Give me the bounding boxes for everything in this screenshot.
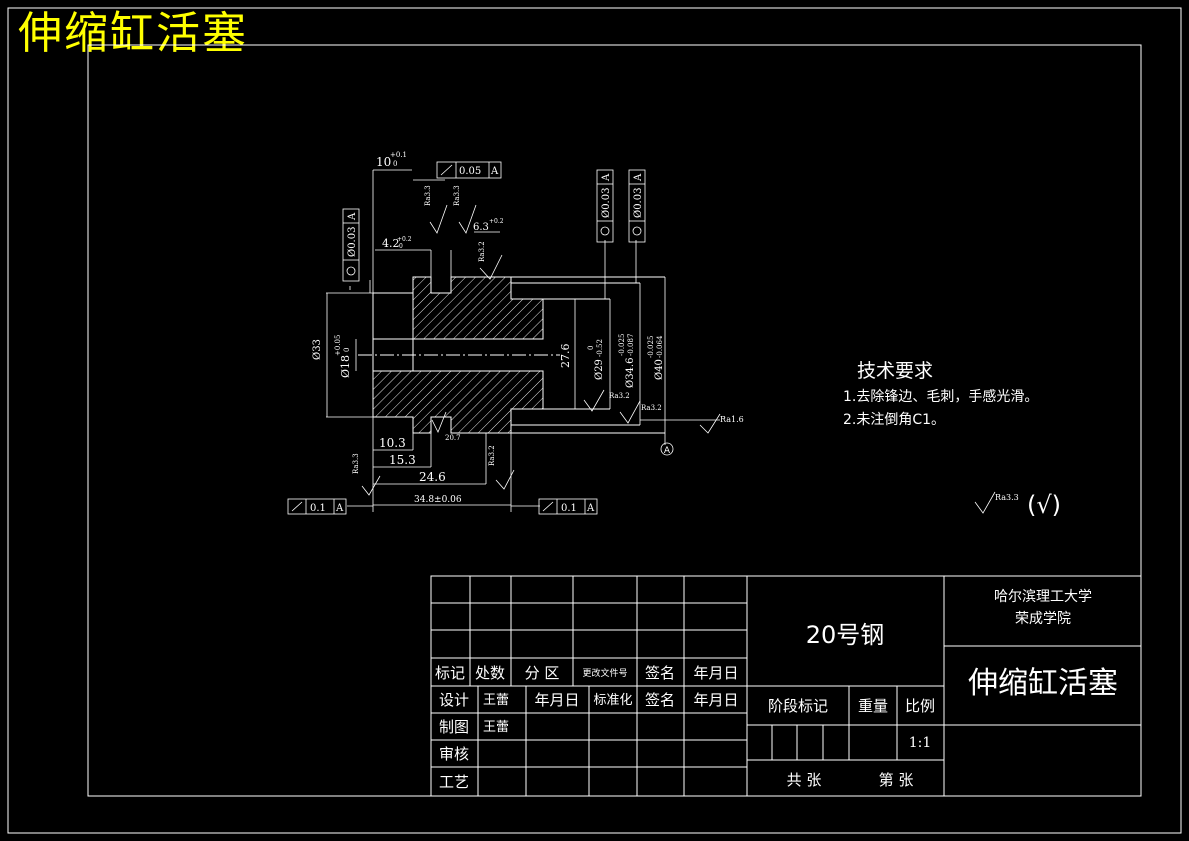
fcf-runout-top-ref: A (490, 166, 499, 177)
dim-24-6: 24.6 (419, 470, 446, 484)
fcf-runout-br-ref: A (586, 503, 595, 514)
dim-dia-29-tol: 0 (587, 346, 595, 350)
dim-10-tol: +0.1 (390, 151, 407, 159)
datum-symbol: A (660, 442, 674, 456)
dim-34-8: 34.8±0.06 (414, 495, 462, 505)
rough-3: Ra3.2 (478, 241, 486, 262)
banner-title: 伸缩缸活塞 (18, 8, 248, 59)
material: 20号钢 (806, 621, 885, 649)
part-section (358, 276, 665, 434)
dim-10-tol2: 0 (393, 160, 397, 168)
stage-label: 阶段标记 (768, 697, 828, 715)
design-name: 王蕾 (483, 693, 509, 708)
fcf-coax-r1-value: Ø0.03 (601, 188, 612, 218)
dim-dia-40: Ø40 (654, 359, 665, 380)
tech-req-item-2: 2.未注倒角C1。 (843, 412, 945, 428)
rev-header-mark: 标记 (435, 664, 465, 682)
fcf-coax-r1-ref: A (601, 173, 612, 182)
fcf-frames (287, 161, 646, 515)
draw-name: 王蕾 (483, 720, 509, 735)
dim-10-3: 10.3 (379, 436, 406, 450)
dim-dia-34-6-tol2: -0.087 (627, 334, 635, 356)
sheet-number: 第 张 (879, 771, 914, 789)
dim-6-3: 6.3 (473, 222, 489, 233)
general-roughness-value: Ra3.3 (995, 493, 1019, 502)
dim-10: 10 (376, 155, 391, 169)
dim-4-2-tol2: 0 (399, 243, 403, 250)
rough-4: Ra3.2 (609, 392, 630, 400)
scale-value: 1:1 (909, 735, 932, 751)
outer-border (7, 7, 1182, 834)
fcf-runout-bl-ref: A (335, 503, 344, 514)
fcf-runout-bl-value: 0.1 (310, 503, 326, 514)
design-label: 设计 (439, 691, 469, 709)
dim-dia-33: Ø33 (312, 339, 323, 360)
dim-6-3-tol: +0.2 (489, 218, 504, 225)
fcf-coax-r2-ref: A (633, 173, 644, 182)
rough-7: Ra3.3 (352, 453, 360, 474)
dim-dia-34-6: Ø34.6 (625, 358, 636, 388)
rough-5: Ra3.2 (641, 404, 662, 412)
tech-req-item-1: 1.去除锋边、毛刺，手感光滑。 (843, 388, 1038, 405)
dim-angle: 20.7 (445, 434, 461, 442)
dim-dia-40-tol2: -0.064 (656, 335, 664, 358)
dim-dia-40-tol: -0.025 (647, 336, 655, 358)
dim-15-3: 15.3 (389, 453, 416, 467)
dim-dia-29-tol2: -0.52 (596, 339, 604, 357)
school-name-line2: 荣成学院 (1015, 611, 1071, 627)
fcf-coax-left-ref: A (347, 212, 358, 221)
fcf-runout-br-value: 0.1 (561, 503, 577, 514)
fcf-runout-top-value: 0.05 (459, 166, 481, 177)
rough-1: Ra3.3 (424, 185, 432, 206)
sheet-total: 共 张 (787, 771, 822, 789)
weight-label: 重量 (858, 697, 888, 715)
rev-header-date: 年月日 (693, 664, 738, 682)
design-date: 年月日 (534, 691, 579, 709)
standard-label: 标准化 (593, 693, 632, 708)
scale-label: 比例 (905, 697, 935, 715)
rough-8: Ra3.2 (488, 445, 496, 466)
rev-header-doc: 更改文件号 (582, 667, 627, 679)
datum-label: A (664, 446, 671, 456)
dim-dia-18: Ø18 (339, 355, 352, 378)
fcf-coax-left-value: Ø0.03 (347, 227, 358, 257)
general-roughness-suffix: (√) (1027, 491, 1061, 519)
process-label: 工艺 (439, 773, 469, 791)
dim-dia-18-tol2: 0 (343, 348, 351, 352)
draw-label: 制图 (439, 718, 469, 736)
dim-4-2-tol: +0.2 (397, 236, 412, 243)
dimension-lines (326, 169, 720, 512)
title-block-grid (430, 575, 1142, 797)
dim-dia-18-tol: +0.05 (334, 335, 342, 356)
standard-sign: 签名 (645, 691, 675, 709)
school-name-line1: 哈尔滨理工大学 (994, 589, 1092, 605)
fcf-coax-r2-value: Ø0.03 (633, 188, 644, 218)
dim-27-6: 27.6 (559, 344, 572, 369)
roughness-symbols (361, 204, 996, 514)
rev-header-sign: 签名 (645, 664, 675, 682)
standard-date: 年月日 (693, 691, 738, 709)
dim-4-2: 4.2 (382, 237, 400, 250)
rough-6: Ra1.6 (720, 415, 744, 424)
part-name: 伸缩缸活塞 (968, 666, 1118, 701)
rough-2: Ra3.3 (453, 185, 461, 206)
dim-dia-34-6-tol: -0.025 (618, 334, 626, 356)
dim-dia-29: Ø29 (594, 359, 605, 380)
rev-header-zone: 分 区 (525, 664, 560, 682)
tech-req-title: 技术要求 (857, 360, 933, 382)
rev-header-count: 处数 (475, 664, 505, 682)
check-label: 审核 (439, 745, 469, 763)
